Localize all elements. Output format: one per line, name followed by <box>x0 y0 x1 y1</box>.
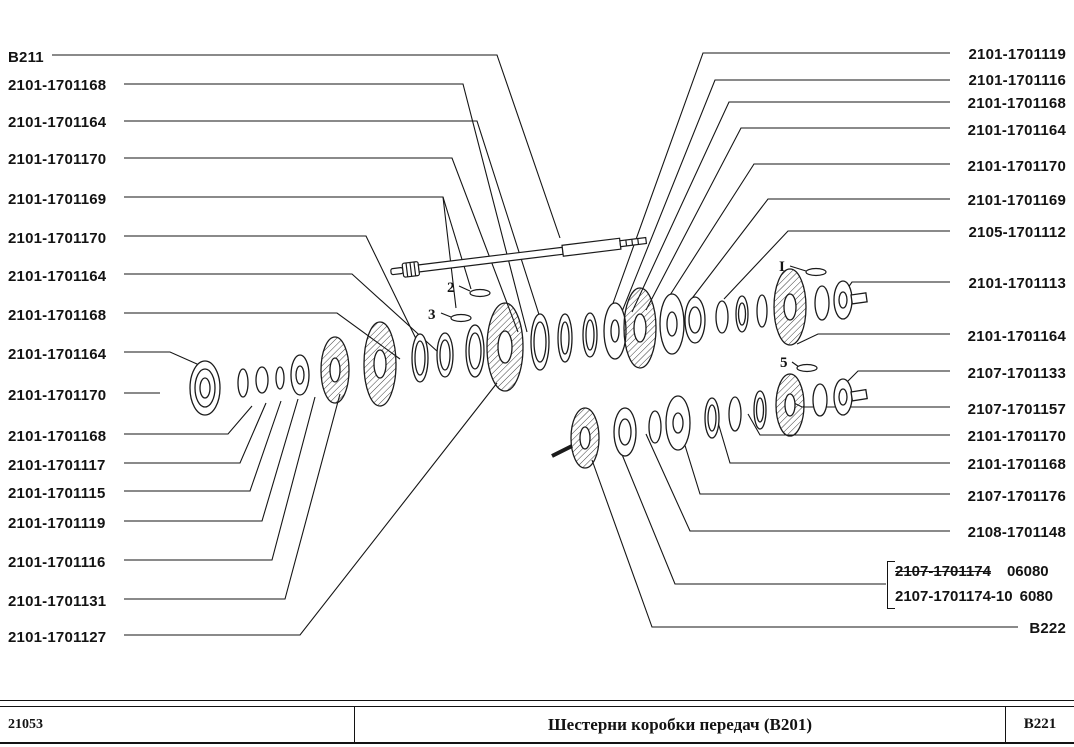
washer <box>237 368 249 398</box>
ring <box>735 295 749 333</box>
part-number-label-left-16: 2101-1701131 <box>8 593 107 610</box>
ring <box>814 285 830 321</box>
bearing <box>189 360 221 416</box>
end-gear <box>833 280 868 320</box>
part-number-label-left-6: 2101-1701170 <box>8 230 107 247</box>
old-part-row: 2107-1701174 06080 <box>895 559 1053 584</box>
title-block: 21053 Шестерни коробки передач (В201) B2… <box>0 706 1074 744</box>
drawing-sheet-code: B221 <box>1023 716 1057 732</box>
part-number-label-right-6: 2101-1701169 <box>967 192 1066 209</box>
part-number-label-right-10: 2107-1701133 <box>967 365 1066 382</box>
part-number-label-left-13: 2101-1701115 <box>8 485 106 502</box>
part-number-label-left-4: 2101-1701170 <box>8 151 107 168</box>
gear <box>320 336 350 404</box>
part-number-label-left-15: 2101-1701116 <box>8 554 106 571</box>
bearing <box>684 296 706 344</box>
ring <box>255 366 269 394</box>
gear <box>603 302 627 360</box>
gear <box>623 287 657 369</box>
ring <box>648 410 662 444</box>
ring <box>756 294 768 328</box>
part-number-label-left-12: 2101-1701117 <box>8 457 106 474</box>
main-shaft-assembly <box>189 268 868 416</box>
part-number-label-left-7: 2101-1701164 <box>8 268 107 285</box>
gear <box>775 373 805 437</box>
synchro-ring <box>436 332 454 378</box>
part-number-label-left-11: 2101-1701168 <box>8 428 107 445</box>
ring <box>465 324 485 378</box>
part-number-label-left-2: 2101-1701168 <box>8 77 107 94</box>
part-number-label-left-5: 2101-1701169 <box>8 191 107 208</box>
part-number-label-right-14: 2107-1701176 <box>967 488 1066 505</box>
new-part-row: 2107-1701174-10 6080 <box>895 584 1053 609</box>
replacement-bracket <box>887 561 895 609</box>
part-number-label-right-13: 2101-1701168 <box>967 456 1066 473</box>
part-number-label-left-3: 2101-1701164 <box>8 114 107 131</box>
old-part-code: 06080 <box>1006 563 1049 580</box>
ring <box>557 313 573 363</box>
gear <box>773 268 807 346</box>
part-number-label-left-1: B211 <box>8 49 44 66</box>
part-number-label-right-16: B222 <box>1029 620 1066 637</box>
part-number-label-left-8: 2101-1701168 <box>8 307 107 324</box>
new-part-code: 6080 <box>1019 588 1053 605</box>
drawing-title: Шестерни коробки передач (В201) <box>355 707 1006 742</box>
gear <box>363 321 397 407</box>
ring <box>728 396 742 432</box>
ring <box>582 312 598 358</box>
input-shaft <box>390 236 648 278</box>
ring <box>530 313 550 371</box>
bearing <box>613 407 637 457</box>
gear-hub <box>486 302 524 392</box>
part-number-label-left-9: 2101-1701164 <box>8 346 107 363</box>
superseded-part-note: 2107-1701174 06080 2107-1701174-10 6080 <box>895 559 1053 609</box>
part-number-label-right-8: 2101-1701113 <box>968 275 1066 292</box>
synchro-ring <box>411 333 429 383</box>
callout-number-1: 2 <box>447 280 455 296</box>
thrust-washers <box>450 267 827 373</box>
part-number-label-right-1: 2101-1701119 <box>968 46 1066 63</box>
circlip <box>275 366 285 390</box>
gear <box>570 407 600 469</box>
ring <box>715 300 729 334</box>
ring <box>704 397 720 439</box>
gear <box>665 395 691 451</box>
secondary-gear-set <box>551 373 868 469</box>
ring <box>812 383 828 417</box>
part-number-label-left-10: 2101-1701170 <box>8 387 107 404</box>
part-number-label-right-9: 2101-1701164 <box>967 328 1066 345</box>
new-part-number: 2107-1701174-10 <box>895 588 1013 605</box>
end-gear <box>833 378 868 416</box>
hub <box>290 354 310 396</box>
callout-number-2: 3 <box>428 307 436 323</box>
callout-number-4: I <box>779 259 785 275</box>
part-number-label-right-2: 2101-1701116 <box>968 72 1066 89</box>
leader-lines <box>52 52 1018 636</box>
part-number-label-left-14: 2101-1701119 <box>8 515 106 532</box>
hub <box>659 293 685 355</box>
bottom-rule <box>0 700 1074 701</box>
part-number-label-left-17: 2101-1701127 <box>8 629 107 646</box>
old-part-number: 2107-1701174 <box>895 563 991 580</box>
ring <box>753 390 767 430</box>
part-number-label-right-5: 2101-1701170 <box>967 158 1066 175</box>
part-number-label-right-7: 2105-1701112 <box>968 224 1066 241</box>
part-number-label-right-15: 2108-1701148 <box>967 524 1066 541</box>
part-number-label-right-3: 2101-1701168 <box>967 95 1066 112</box>
part-number-label-right-4: 2101-1701164 <box>967 122 1066 139</box>
part-number-label-right-12: 2101-1701170 <box>967 428 1066 445</box>
callout-number-3: 5 <box>780 355 788 371</box>
drawing-model-number: 21053 <box>0 707 355 742</box>
part-number-label-right-11: 2107-1701157 <box>967 401 1066 418</box>
